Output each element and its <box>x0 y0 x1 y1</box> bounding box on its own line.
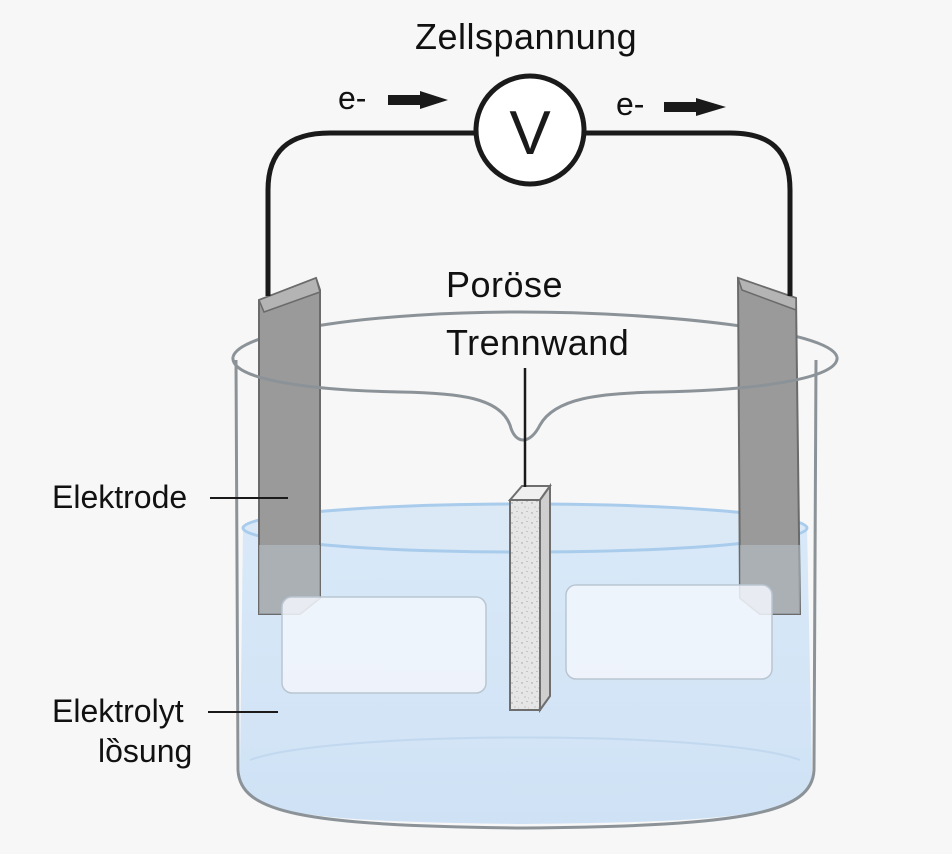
label-box-right <box>565 584 773 680</box>
cell-voltage-label: Zellspannung <box>415 16 638 57</box>
beaker-bottom-inner <box>249 736 801 761</box>
electron-flow-arrow-icon <box>664 98 726 116</box>
electrode-left <box>258 276 321 615</box>
electrode-right <box>736 276 802 615</box>
electrolyte-label-line2: lȍsung <box>98 733 193 769</box>
electron-label-left: e- <box>338 80 367 116</box>
voltmeter-icon <box>473 73 587 187</box>
electrolyte-label-line1: Elektrolyt <box>52 693 184 729</box>
wire-left <box>265 130 476 296</box>
porous-separator <box>507 482 552 714</box>
electron-label-right: e- <box>616 86 645 122</box>
label-box-left <box>281 596 487 694</box>
voltmeter-symbol: V <box>509 99 551 168</box>
electrode-label: Elektrode <box>52 479 188 515</box>
porous-separator-label-line2: Trennwand <box>442 322 634 364</box>
electron-flow-arrow-icon <box>388 91 448 109</box>
wire-right <box>584 130 793 296</box>
porous-separator-label-line1: Poröse <box>442 264 568 306</box>
beaker-wall <box>234 359 818 830</box>
